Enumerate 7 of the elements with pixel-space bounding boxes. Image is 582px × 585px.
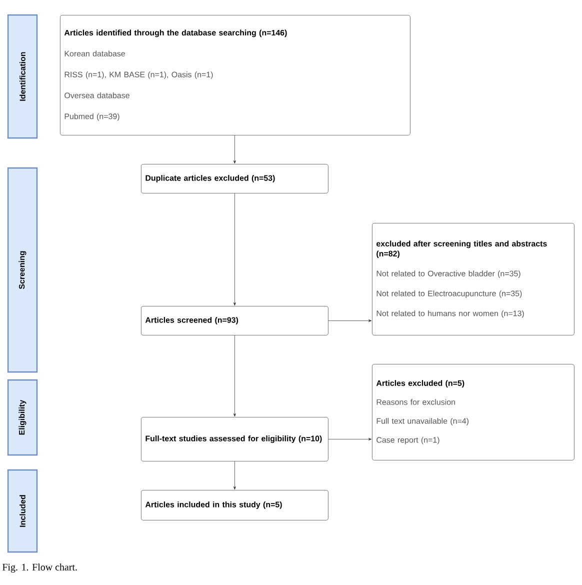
arrow — [328, 438, 372, 440]
arrow — [328, 319, 372, 322]
arrow — [233, 461, 236, 490]
arrow — [233, 193, 236, 306]
arrow — [233, 135, 236, 164]
arrow — [233, 335, 236, 417]
caption: Fig. 1. Flow chart. — [2, 563, 77, 573]
